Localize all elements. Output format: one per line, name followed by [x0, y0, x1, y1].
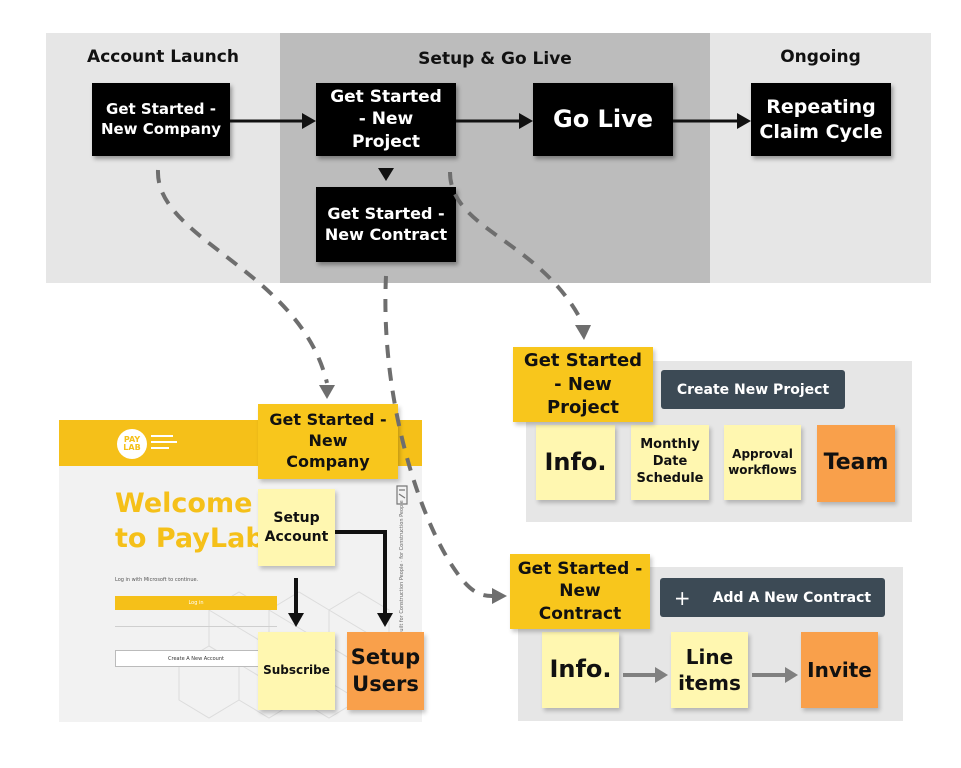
dashed-connector-contract-detail — [383, 275, 493, 598]
add-new-contract-label: Add A New Contract — [712, 589, 872, 606]
divider-line — [115, 626, 277, 627]
setup-account-note: Setup Account — [258, 489, 335, 566]
approval-workflows-note: Approval workflows — [724, 425, 801, 500]
lane-ongoing — [710, 33, 931, 283]
node-new-project[interactable]: Get Started - New Project — [316, 83, 456, 156]
create-account-label: Create A New Account — [168, 655, 224, 662]
team-note: Team — [817, 425, 895, 502]
dashed-connector-company-arrowhead — [319, 385, 335, 399]
plus-icon: + — [673, 585, 691, 610]
contract-info-note: Info. — [542, 632, 619, 708]
lane-title-setup-go-live: Setup & Go Live — [418, 49, 572, 69]
project-info-note: Info. — [536, 425, 615, 500]
contract-header-note: Get Started - New Contract — [510, 554, 650, 629]
welcome-heading-line2: to PayLab. — [115, 523, 275, 554]
flow-arrow-golive-to-claim — [673, 113, 751, 129]
dashed-connector-company-detail — [155, 169, 329, 384]
dashed-connector-contract-arrowhead — [492, 588, 507, 604]
arrow-line-items-to-invite — [752, 667, 798, 683]
lane-account-launch — [46, 33, 280, 283]
arrow-info-to-line-items — [623, 667, 668, 683]
company-header-note: Get Started - New Company — [258, 404, 398, 479]
login-button[interactable]: Log in — [115, 596, 277, 610]
monthly-date-schedule-note: Monthly Date Schedule — [631, 425, 709, 500]
tagline-lines — [151, 435, 177, 449]
welcome-heading-line1: Welcome — [115, 488, 253, 519]
node-go-live[interactable]: Go Live — [533, 83, 673, 156]
dashed-connector-project-arrowhead — [575, 325, 591, 340]
dashed-connector-project-detail — [448, 171, 584, 323]
login-button-label: Log in — [188, 600, 204, 606]
project-header-note: Get Started - New Project — [513, 347, 653, 422]
lane-title-account-launch: Account Launch — [87, 47, 239, 67]
arrow-setup-account-to-subscribe — [288, 578, 304, 627]
login-hint-text: Log in with Microsoft to continue. — [115, 577, 199, 583]
node-new-company[interactable]: Get Started - New Company — [92, 83, 230, 156]
node-repeating-claim-cycle[interactable]: Repeating Claim Cycle — [751, 83, 891, 156]
invite-note: Invite — [801, 632, 878, 708]
add-new-contract-button[interactable]: + Add A New Contract — [660, 578, 885, 617]
setup-users-note: Setup Users — [347, 632, 424, 710]
arrow-setup-account-to-setup-users — [335, 530, 393, 627]
flow-arrow-company-to-project — [230, 113, 316, 129]
flow-arrow-project-to-contract — [378, 168, 394, 181]
subscribe-note: Subscribe — [258, 632, 335, 710]
paylab-logo: PAY LAB — [117, 429, 147, 459]
lane-title-ongoing: Ongoing — [780, 47, 861, 67]
flow-arrow-project-to-golive — [456, 113, 533, 129]
side-logo-icon — [396, 485, 408, 505]
create-new-project-button[interactable]: Create New Project — [661, 370, 845, 409]
line-items-note: Line items — [671, 632, 748, 708]
node-new-contract[interactable]: Get Started - New Contract — [316, 187, 456, 262]
